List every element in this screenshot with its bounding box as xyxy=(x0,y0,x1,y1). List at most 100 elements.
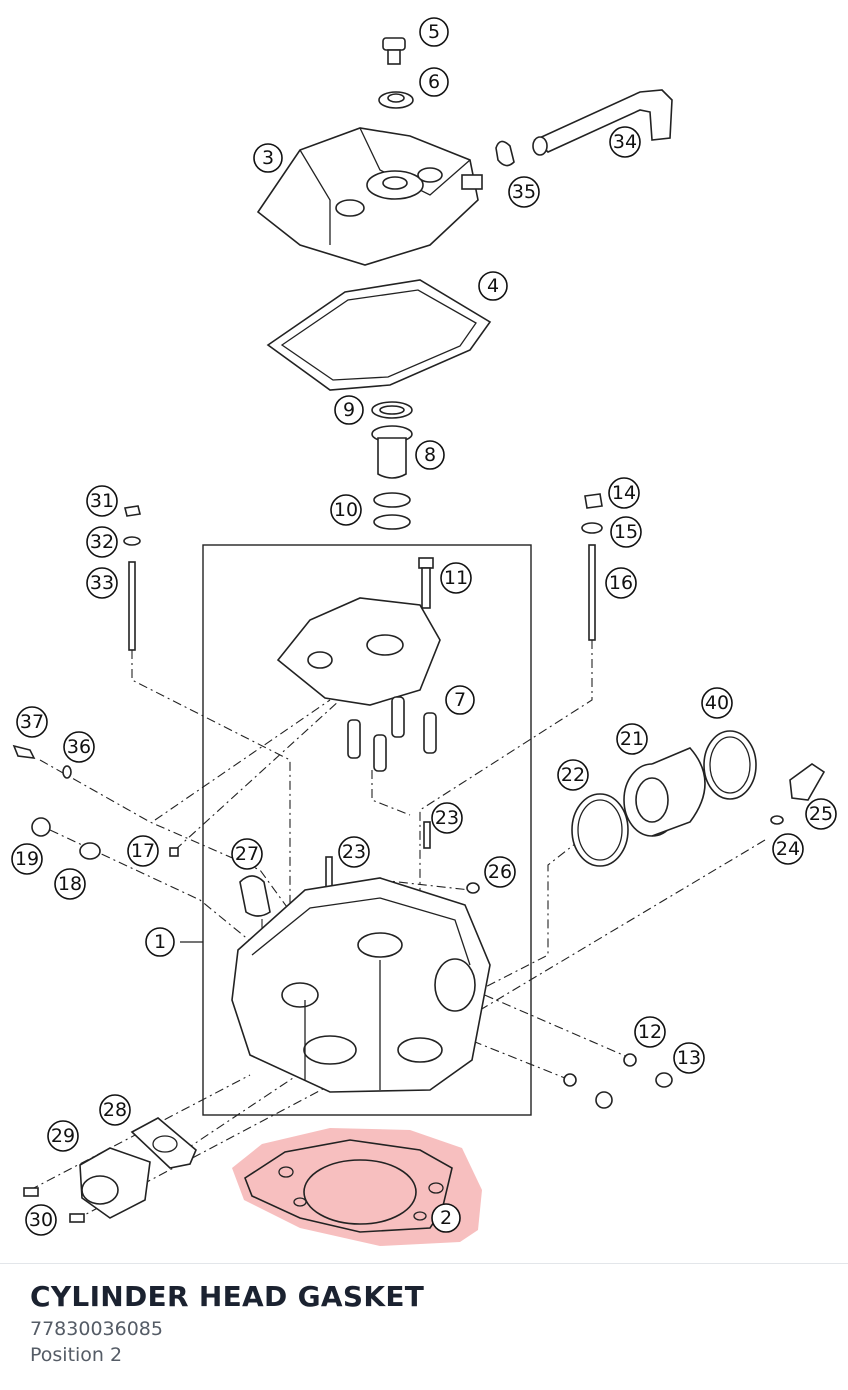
svg-text:19: 19 xyxy=(15,848,39,870)
callout-23-center[interactable]: 23 xyxy=(338,836,370,868)
svg-text:13: 13 xyxy=(677,1047,701,1069)
callout-35[interactable]: 35 xyxy=(508,176,540,208)
svg-text:26: 26 xyxy=(488,861,512,883)
part-9-seal-ring xyxy=(371,401,413,419)
cylinder-head-assembly-frame xyxy=(202,544,532,1116)
callout-17[interactable]: 17 xyxy=(127,835,159,867)
svg-text:11: 11 xyxy=(444,567,468,589)
svg-text:23: 23 xyxy=(342,841,366,863)
callout-22[interactable]: 22 xyxy=(557,759,589,791)
callout-24[interactable]: 24 xyxy=(772,833,804,865)
part-position: Position 2 xyxy=(30,1344,123,1366)
part-16-stud xyxy=(588,544,596,641)
part-7-valve-lifters xyxy=(347,696,437,772)
svg-text:5: 5 xyxy=(428,21,440,43)
callout-33[interactable]: 33 xyxy=(86,567,118,599)
svg-text:1: 1 xyxy=(154,931,166,953)
callout-15[interactable]: 15 xyxy=(610,516,642,548)
part-6-washer xyxy=(378,91,414,109)
callout-5[interactable]: 5 xyxy=(419,17,449,47)
svg-text:7: 7 xyxy=(454,689,466,711)
svg-text:10: 10 xyxy=(334,499,358,521)
svg-text:25: 25 xyxy=(809,803,833,825)
part-32-washer xyxy=(123,536,141,546)
svg-text:6: 6 xyxy=(428,71,440,93)
part-21-intake-boot xyxy=(623,747,706,837)
callout-37[interactable]: 37 xyxy=(16,706,48,738)
svg-text:30: 30 xyxy=(29,1209,53,1231)
callout-36[interactable]: 36 xyxy=(63,731,95,763)
svg-text:40: 40 xyxy=(705,692,729,714)
part-30-bolts xyxy=(23,1187,85,1223)
callout-16[interactable]: 16 xyxy=(605,567,637,599)
svg-text:9: 9 xyxy=(343,399,355,421)
callout-32[interactable]: 32 xyxy=(86,526,118,558)
callout-23-right[interactable]: 23 xyxy=(431,802,463,834)
part-4-valve-cover-gasket xyxy=(266,279,492,391)
svg-text:27: 27 xyxy=(235,843,259,865)
svg-text:3: 3 xyxy=(262,147,274,169)
svg-text:14: 14 xyxy=(612,482,636,504)
callout-7[interactable]: 7 xyxy=(445,685,475,715)
svg-text:33: 33 xyxy=(90,572,114,594)
part-37-sensor xyxy=(12,744,36,759)
part-17-bolt xyxy=(169,847,179,857)
callout-28[interactable]: 28 xyxy=(99,1094,131,1126)
svg-text:31: 31 xyxy=(90,490,114,512)
callout-29[interactable]: 29 xyxy=(47,1120,79,1152)
part-29-intake-flange xyxy=(79,1147,151,1219)
diagram-svg: 1 2 3 4 5 6 7 8 9 10 11 12 13 14 15 16 1… xyxy=(11,17,837,1246)
svg-text:12: 12 xyxy=(638,1021,662,1043)
callout-2[interactable]: 2 xyxy=(431,1203,461,1233)
callout-21[interactable]: 21 xyxy=(616,723,648,755)
part-13-nut xyxy=(655,1072,673,1088)
svg-text:21: 21 xyxy=(620,728,644,750)
callout-27[interactable]: 27 xyxy=(231,838,263,870)
part-33-stud xyxy=(128,561,136,651)
part-3-valve-cover xyxy=(256,127,483,266)
callout-10[interactable]: 10 xyxy=(330,494,362,526)
part-number: 77830036085 xyxy=(30,1318,163,1340)
part-14-nut xyxy=(584,493,603,509)
callout-13[interactable]: 13 xyxy=(673,1042,705,1074)
part-title: CYLINDER HEAD GASKET xyxy=(30,1280,425,1313)
svg-text:18: 18 xyxy=(58,873,82,895)
callout-30[interactable]: 30 xyxy=(25,1204,57,1236)
part-22-clamp xyxy=(571,793,629,867)
part-18-seal xyxy=(79,842,101,860)
callout-14[interactable]: 14 xyxy=(608,477,640,509)
panel-divider xyxy=(0,1263,848,1264)
part-31-nut xyxy=(124,505,141,517)
part-35-hose-clamp xyxy=(495,140,515,167)
part-24-washer xyxy=(770,815,784,825)
part-27-cap xyxy=(239,875,271,917)
part-12-nut xyxy=(623,1053,637,1067)
callout-18[interactable]: 18 xyxy=(54,868,86,900)
callout-9[interactable]: 9 xyxy=(334,395,364,425)
part-11-bolt xyxy=(418,557,434,609)
callout-11[interactable]: 11 xyxy=(440,562,472,594)
part-25-sensor xyxy=(789,763,826,801)
callout-19[interactable]: 19 xyxy=(11,843,43,875)
svg-text:23: 23 xyxy=(435,807,459,829)
callout-26[interactable]: 26 xyxy=(484,856,516,888)
callout-40[interactable]: 40 xyxy=(701,687,733,719)
camshaft-bridge xyxy=(276,597,441,706)
part-8-spark-plug-sleeve xyxy=(371,425,413,479)
part-36-washer xyxy=(62,765,72,779)
callout-25[interactable]: 25 xyxy=(805,798,837,830)
svg-text:22: 22 xyxy=(561,764,585,786)
part-19-plug xyxy=(31,817,51,837)
svg-text:29: 29 xyxy=(51,1125,75,1147)
callout-8[interactable]: 8 xyxy=(415,440,445,470)
callout-6[interactable]: 6 xyxy=(419,67,449,97)
callout-34[interactable]: 34 xyxy=(609,126,641,158)
callout-1[interactable]: 1 xyxy=(145,927,175,957)
exploded-parts-diagram: 1 2 3 4 5 6 7 8 9 10 11 12 13 14 15 16 1… xyxy=(11,17,837,1246)
callout-31[interactable]: 31 xyxy=(86,485,118,517)
callout-4[interactable]: 4 xyxy=(478,271,508,301)
callout-3[interactable]: 3 xyxy=(253,143,283,173)
svg-text:24: 24 xyxy=(776,838,800,860)
callout-12[interactable]: 12 xyxy=(634,1016,666,1048)
part-40-clamp xyxy=(703,730,757,800)
